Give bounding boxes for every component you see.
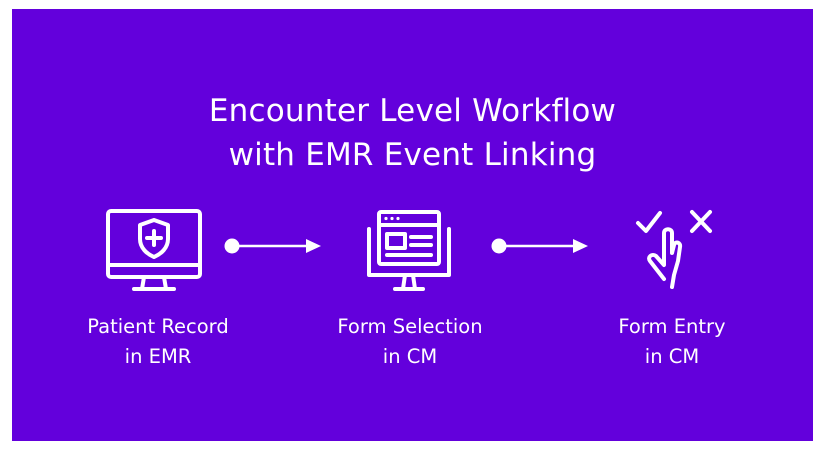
step-form-selection-label: Form Selection in CM: [337, 315, 483, 368]
title-line-2: with EMR Event Linking: [228, 137, 597, 173]
diagram-title: Encounter Level Workflow with EMR Event …: [12, 89, 813, 177]
monitor-browser-form-icon: [367, 209, 451, 295]
flow-arrow-1: [224, 236, 324, 256]
title-line-1: Encounter Level Workflow: [208, 93, 617, 129]
workflow-panel: Encounter Level Workflow with EMR Event …: [12, 9, 813, 441]
monitor-shield-plus-icon: [106, 209, 202, 295]
step-form-entry-label: Form Entry in CM: [618, 315, 726, 368]
hand-check-cross-icon: [634, 209, 718, 295]
flow-arrow-2: [491, 236, 591, 256]
step-patient-record-label: Patient Record in EMR: [87, 315, 229, 368]
